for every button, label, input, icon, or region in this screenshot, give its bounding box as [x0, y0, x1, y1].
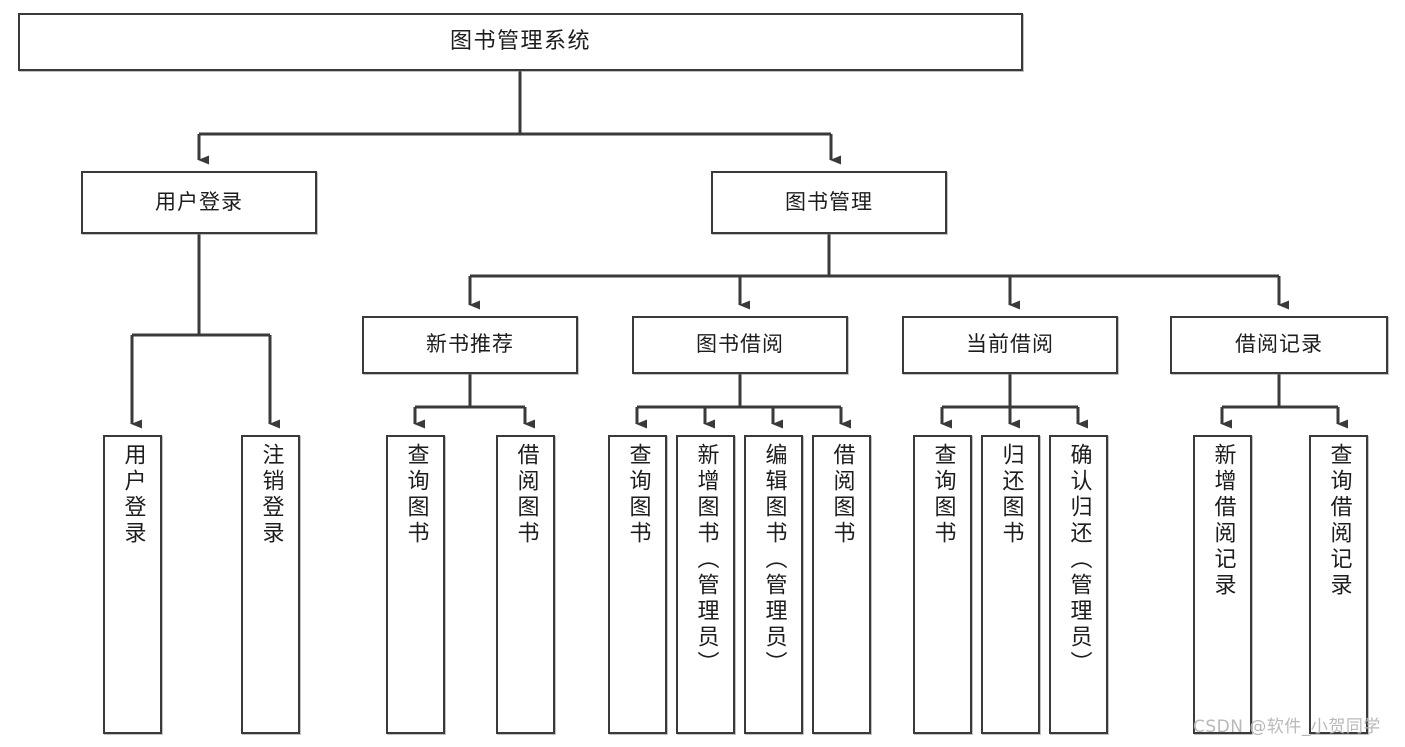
node-leaf-add-book[interactable]: 新增图书（管理员） [676, 435, 735, 734]
node-leaf-query-book-3[interactable]: 查询图书 [913, 435, 972, 734]
node-leaf-query-book-1[interactable]: 查询图书 [386, 435, 445, 734]
node-leaf-add-book-label: 新增图书（管理员） [693, 443, 719, 677]
node-leaf-query-book-2[interactable]: 查询图书 [608, 435, 667, 734]
node-leaf-logout-login-label: 注销登录 [258, 443, 284, 547]
node-leaf-query-book-2-label: 查询图书 [625, 443, 651, 547]
node-leaf-borrow-book-2[interactable]: 借阅图书 [812, 435, 871, 734]
node-book-manage[interactable]: 图书管理 [711, 171, 947, 234]
node-root-label: 图书管理系统 [449, 28, 591, 54]
node-user-login-label: 用户登录 [155, 189, 243, 214]
node-book-borrow-label: 图书借阅 [696, 332, 784, 357]
node-leaf-add-record[interactable]: 新增借阅记录 [1193, 435, 1252, 734]
node-leaf-return-book[interactable]: 归还图书 [981, 435, 1040, 734]
node-leaf-logout-login[interactable]: 注销登录 [241, 435, 300, 734]
node-leaf-edit-book-label: 编辑图书（管理员） [761, 443, 787, 677]
node-current-borrow-label: 当前借阅 [966, 332, 1054, 357]
node-root[interactable]: 图书管理系统 [18, 13, 1023, 71]
node-borrow-record-label: 借阅记录 [1235, 332, 1323, 357]
node-leaf-borrow-book-1-label: 借阅图书 [513, 443, 539, 547]
node-leaf-add-record-label: 新增借阅记录 [1210, 443, 1236, 599]
node-leaf-confirm-return-label: 确认归还（管理员） [1066, 443, 1092, 677]
node-new-book-recommend[interactable]: 新书推荐 [362, 316, 578, 374]
node-leaf-query-record[interactable]: 查询借阅记录 [1309, 435, 1368, 734]
node-leaf-borrow-book-1[interactable]: 借阅图书 [496, 435, 555, 734]
node-leaf-borrow-book-2-label: 借阅图书 [829, 443, 855, 547]
node-user-login[interactable]: 用户登录 [81, 171, 317, 234]
node-leaf-return-book-label: 归还图书 [998, 443, 1024, 547]
node-new-book-recommend-label: 新书推荐 [426, 332, 514, 357]
node-leaf-edit-book[interactable]: 编辑图书（管理员） [744, 435, 803, 734]
node-leaf-user-login-label: 用户登录 [120, 443, 146, 547]
node-current-borrow[interactable]: 当前借阅 [902, 316, 1118, 374]
node-leaf-query-record-label: 查询借阅记录 [1326, 443, 1352, 599]
node-leaf-user-login[interactable]: 用户登录 [103, 435, 162, 734]
node-leaf-query-book-3-label: 查询图书 [930, 443, 956, 547]
node-leaf-query-book-1-label: 查询图书 [403, 443, 429, 547]
csdn-watermark: CSDN @软件_小贺同学 [1193, 717, 1381, 737]
node-borrow-record[interactable]: 借阅记录 [1170, 316, 1388, 374]
node-book-borrow[interactable]: 图书借阅 [632, 316, 848, 374]
node-book-manage-label: 图书管理 [785, 189, 873, 214]
node-leaf-confirm-return[interactable]: 确认归还（管理员） [1049, 435, 1108, 734]
